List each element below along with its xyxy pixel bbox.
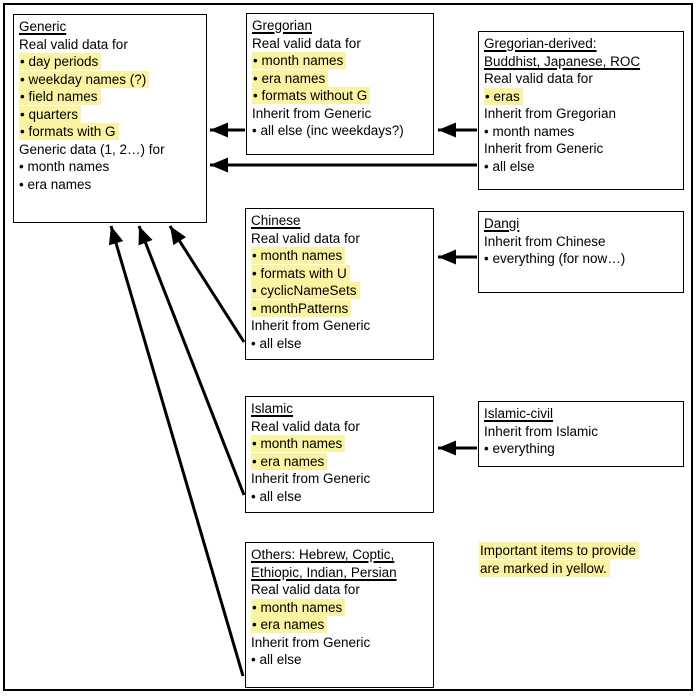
box-line: • era names [251,616,428,634]
box-line: Inherit from Generic [484,141,604,156]
box-title: Chinese [251,213,301,228]
box-line: • all else [251,488,302,504]
box-gregorian-derived: Gregorian-derived: Buddhist, Japanese, RO… [478,31,684,190]
box-line: • formats without G [252,87,428,105]
box-line: • all else (inc weekdays?) [252,123,404,138]
note-text: Important items to provide [479,542,640,559]
box-line: • day periods [19,53,201,71]
box-line: Real valid data for [251,418,360,434]
box-title: Generic [19,19,67,34]
box-line: • era names [251,452,428,471]
box-line: Inherit from Generic [251,471,371,486]
box-line: Real valid data for [251,582,360,597]
box-line: • cyclicNameSets [251,282,428,300]
box-title: Ethiopic, Indian, Persian [251,564,397,580]
box-line: • month names [484,123,575,139]
box-title: Gregorian-derived: [484,36,597,51]
box-line: • formats with U [251,264,428,283]
box-line: • weekday names (?) [19,70,201,89]
box-line: Real valid data for [251,230,360,246]
box-line: • formats with G [19,123,201,141]
box-title: Buddhist, Japanese, ROC [484,53,641,69]
note-line: are marked in yellow. [479,559,639,578]
box-line: • everything (for now…) [484,251,626,266]
box-line: Real valid data for [252,35,361,51]
note-line: Important items to provide [479,542,640,560]
box-title: Islamic-civil [484,406,553,421]
box-line: • eras [484,87,678,106]
box-line: • month names [251,247,428,265]
box-line: • month names [251,435,428,453]
note-text: are marked in yellow. [479,559,610,577]
box-line: Inherit from Generic [251,634,371,650]
box-line: • all else [484,158,535,174]
box-line: • month names [19,159,110,174]
box-line: • everything [484,441,555,456]
box-title: Others: Hebrew, Coptic, [251,547,395,562]
box-line: Inherit from Islamic [484,423,599,439]
box-line: Inherit from Gregorian [484,106,617,121]
box-line: • month names [252,52,428,70]
box-line: • all else [251,652,302,667]
box-line: Inherit from Chinese [484,233,606,249]
box-line: • quarters [19,105,201,124]
box-line: • monthPatterns [251,299,428,318]
box-line: Real valid data for [19,36,128,52]
box-line: • all else [251,335,302,351]
box-title: Islamic [251,401,294,416]
box-title: Dangi [484,216,520,231]
box-line: Inherit from Generic [251,318,371,333]
box-line: Inherit from Generic [252,105,372,121]
yellow-legend-note: Important items to provide are marked in… [479,542,640,578]
box-line: • era names [252,69,428,88]
box-line: Real valid data for [484,71,593,86]
box-line: • month names [251,598,428,617]
box-title: Gregorian [252,18,313,33]
box-others: Others: Hebrew, Coptic, Ethiopic, Indian,… [245,542,434,688]
box-line: • field names [19,88,201,106]
outer-border [3,3,693,691]
box-line: • era names [19,176,92,192]
box-line: Generic data (1, 2…) for [19,141,165,157]
